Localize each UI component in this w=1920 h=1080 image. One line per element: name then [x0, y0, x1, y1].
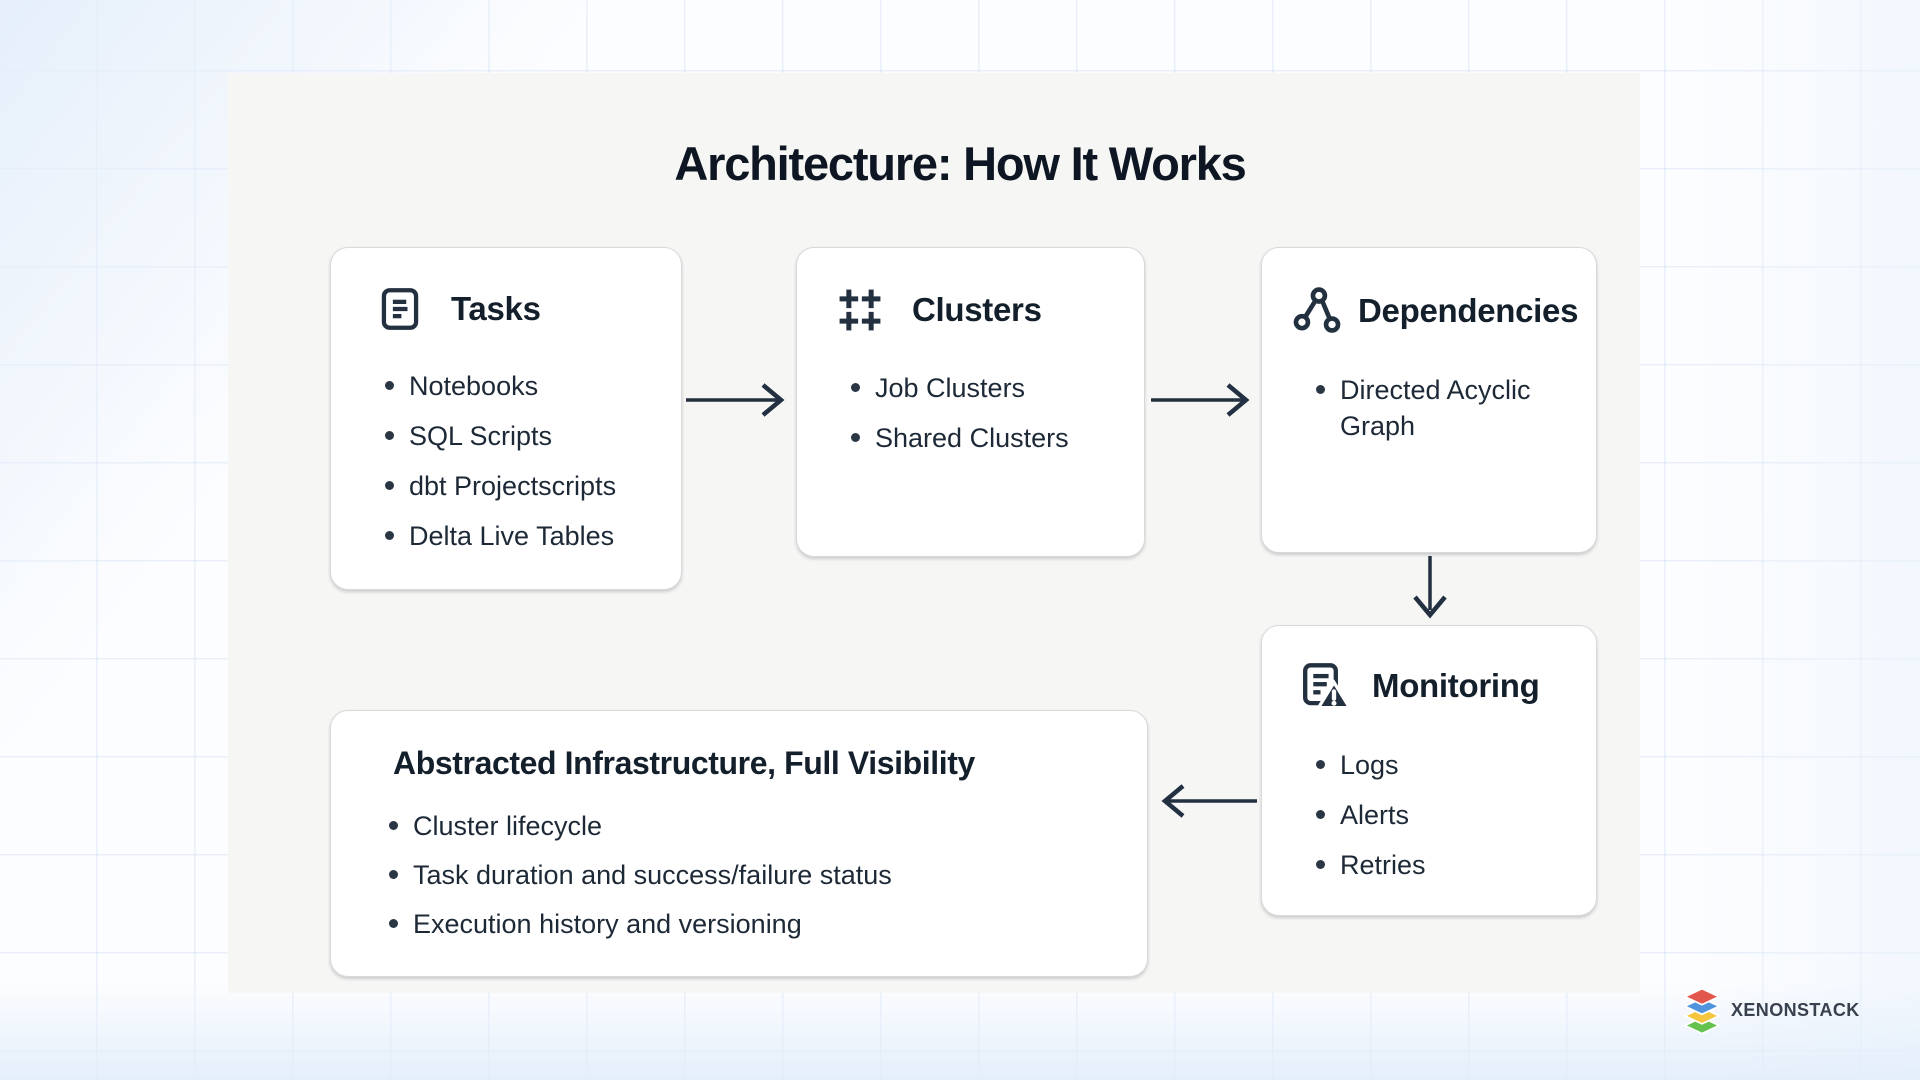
- list-item: Retries: [1314, 847, 1582, 883]
- document-alert-icon: [1298, 659, 1352, 713]
- document-lines-icon: [375, 284, 425, 334]
- dependencies-card-title: Dependencies: [1358, 292, 1579, 329]
- dependencies-list: Directed Acyclic Graph: [1262, 372, 1596, 444]
- clusters-card-title: Clusters: [912, 291, 1042, 328]
- list-item: Execution history and versioning: [387, 906, 1133, 942]
- summary-card-title: Abstracted Infrastructure, Full Visibili…: [393, 745, 975, 781]
- tasks-card-title: Tasks: [451, 290, 541, 327]
- clusters-card-header: Clusters: [834, 284, 1144, 336]
- dependencies-card: Dependencies Directed Acyclic Graph: [1261, 247, 1597, 553]
- list-item: Cluster lifecycle: [387, 808, 1133, 844]
- monitoring-card-header: Monitoring: [1298, 659, 1596, 713]
- list-item: SQL Scripts: [383, 418, 667, 454]
- list-item: Directed Acyclic Graph: [1314, 372, 1582, 444]
- dependencies-card-header: Dependencies: [1290, 284, 1596, 338]
- layer-stack-icon: [1682, 986, 1722, 1034]
- summary-card: Abstracted Infrastructure, Full Visibili…: [330, 710, 1148, 977]
- list-item: Alerts: [1314, 797, 1582, 833]
- list-item: dbt Projectscripts: [383, 468, 667, 504]
- plus-grid-icon: [834, 284, 886, 336]
- page-title: Architecture: How It Works: [674, 137, 1246, 190]
- list-item: Delta Live Tables: [383, 518, 667, 554]
- node-graph-icon: [1290, 284, 1344, 338]
- logo-wordmark: XENONSTACK: [1731, 999, 1860, 1020]
- list-item: Shared Clusters: [849, 420, 1130, 456]
- list-item: Logs: [1314, 747, 1582, 783]
- monitoring-card-title: Monitoring: [1372, 667, 1540, 704]
- list-item: Notebooks: [383, 368, 667, 404]
- tasks-card-header: Tasks: [375, 284, 681, 334]
- list-item: Job Clusters: [849, 370, 1130, 406]
- list-item: Task duration and success/failure status: [387, 857, 1133, 893]
- xenonstack-logo: XENONSTACK: [1682, 986, 1860, 1034]
